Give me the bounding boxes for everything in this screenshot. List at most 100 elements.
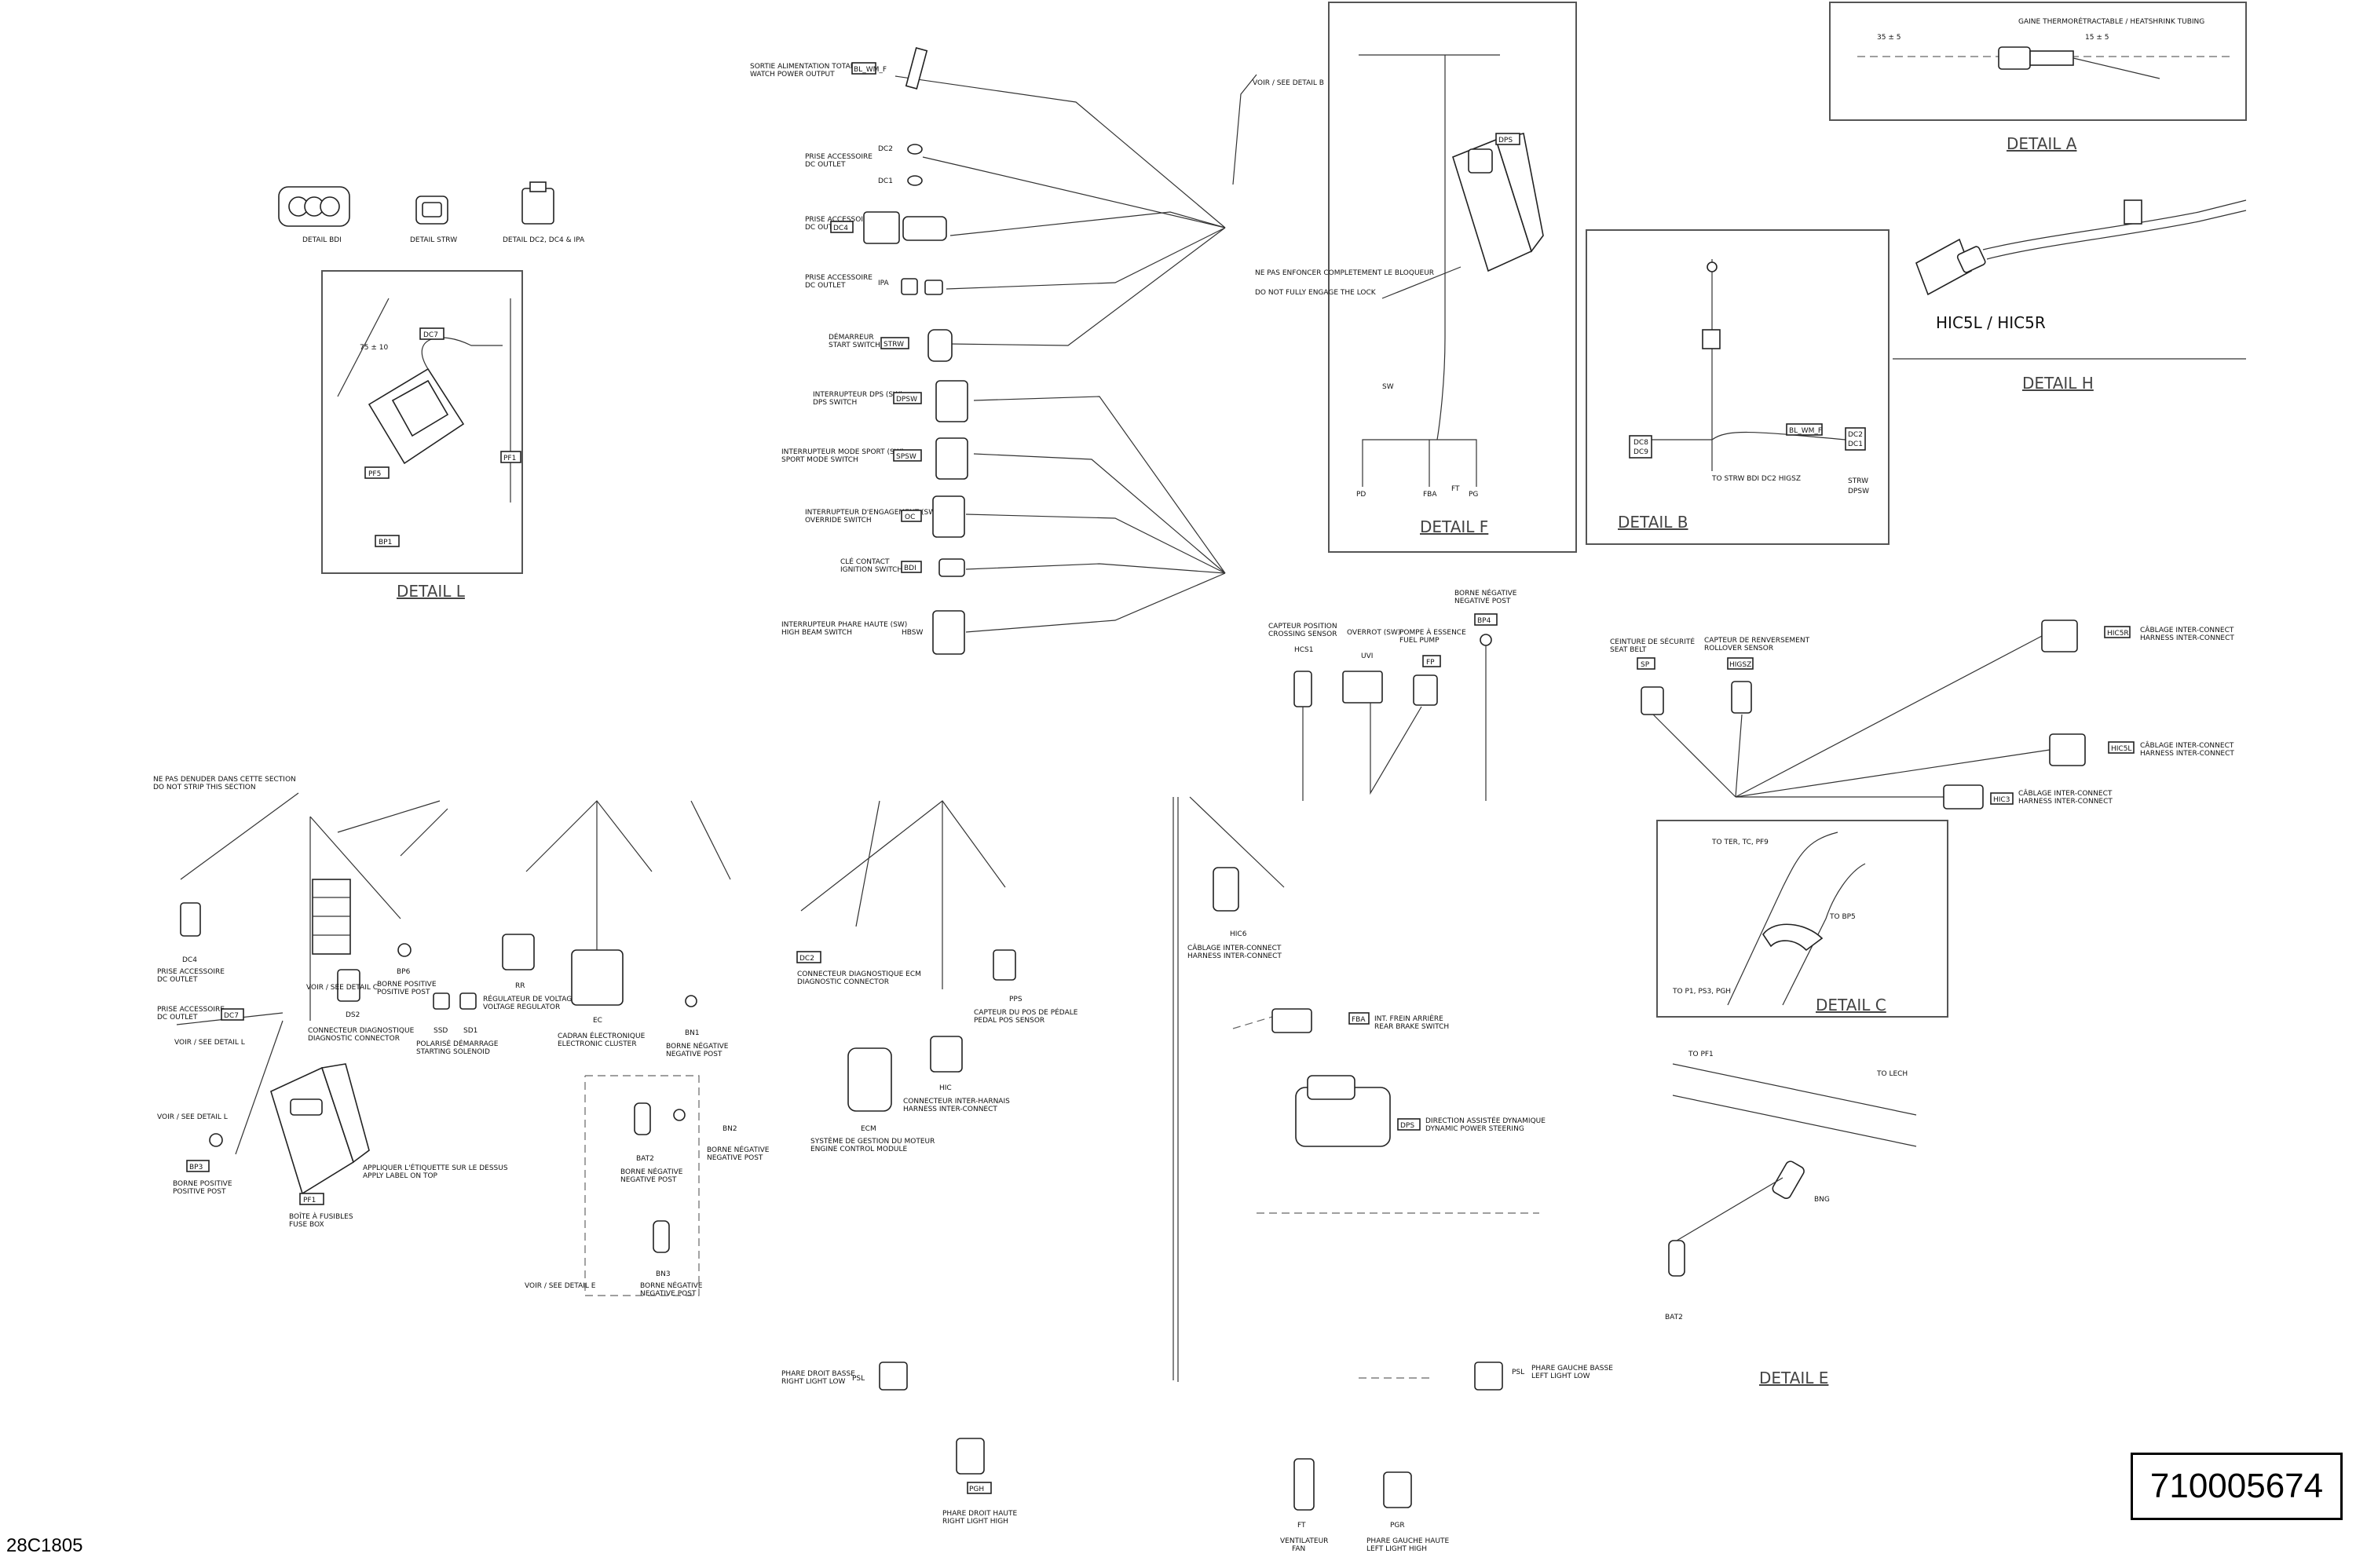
sortie-alim-label: SORTIE ALIMENTATION TOTALE	[750, 63, 859, 71]
conn-diag-ecm-label: CONNECTEUR DIAGNOSTIQUE ECM	[797, 970, 921, 978]
hbsw-connector	[932, 610, 965, 655]
cablage-hic3-label: CÂBLAGE INTER-CONNECT	[2018, 788, 2113, 798]
phare-sw-label-en: HIGH BEAM SWITCH	[781, 629, 852, 637]
pompe-label: POMPE À ESSENCE	[1399, 627, 1466, 637]
detail-b-frame	[1586, 229, 1890, 545]
demarreur-label: DÉMARREUR	[829, 332, 874, 342]
bp6-ring	[397, 943, 412, 957]
pg-tag-f: PG	[1469, 491, 1478, 499]
hcsb-connector	[1731, 681, 1752, 714]
detail-e-tube-top	[1672, 1063, 1917, 1116]
borne-neg-5-label-en: NEGATIVE POST	[640, 1290, 697, 1298]
detail-l-title: DETAIL L	[397, 582, 466, 601]
cablage-hic5r-label: CÂBLAGE INTER-CONNECT	[2140, 625, 2234, 634]
bn2-tag: BN2	[723, 1125, 737, 1133]
detail-c-tube-2	[1782, 863, 1866, 1006]
borne-neg-4-label: BORNE NÉGATIVE	[707, 1145, 770, 1154]
psl-connector	[1474, 1361, 1503, 1391]
prise-acc-4-label-en: DC OUTLET	[157, 976, 198, 984]
strw-tag-b: STRW	[1848, 477, 1868, 485]
lock-leader	[1381, 266, 1462, 299]
pgr-connector	[1383, 1471, 1412, 1508]
phare-haut-d-label-en: RIGHT LIGHT HIGH	[942, 1518, 1008, 1526]
prise-acc-1-label: PRISE ACCESSOIRE	[805, 153, 873, 161]
dc2-tag: DC2	[878, 145, 893, 153]
detail-a-title: DETAIL A	[2007, 134, 2077, 153]
hic-tag: HIC	[939, 1084, 952, 1092]
cle-label: CLÉ CONTACT	[840, 557, 890, 566]
cap-pos-label-en: CROSSING SENSOR	[1268, 630, 1337, 638]
dpsw-tag: DPSW	[896, 396, 917, 404]
hic6-connector	[1213, 867, 1239, 912]
voir-detail-l-note-1: VOIR / SEE DETAIL L	[174, 1039, 245, 1047]
ecm-tag: ECM	[861, 1125, 876, 1133]
detail-c-title: DETAIL C	[1816, 996, 1886, 1014]
ecm-sys-label-en: ENGINE CONTROL MODULE	[810, 1146, 908, 1153]
detail-f-split	[1362, 439, 1477, 487]
prise-acc-2-label-en: DC OUTLET	[805, 224, 846, 232]
dc1-tag: DC1	[878, 177, 893, 185]
hic5l-tag: HIC5L	[2111, 745, 2131, 753]
detail-b-title: DETAIL B	[1618, 513, 1688, 532]
override-sw-label: INTERRUPTEUR D'ENGAGEMENT (SW)	[805, 509, 938, 517]
conn-diag-ecm-label-en: DIAGNOSTIC CONNECTOR	[797, 978, 889, 986]
detail-bdi-connector	[278, 186, 350, 227]
hic5l-connector	[2049, 733, 2086, 766]
to-bp5-note: TO BP5	[1829, 913, 1856, 921]
relay-drawing	[368, 337, 503, 465]
bn1-ring	[685, 995, 697, 1007]
dc1-connector	[907, 175, 923, 186]
uv-connector	[1342, 671, 1383, 704]
borne-neg-3-label-en: NEGATIVE POST	[620, 1176, 677, 1184]
lock-note-fr: NE PAS ENFONCER COMPLETEMENT LE BLOQUEUR	[1255, 269, 1434, 277]
voir-detail-l-note-2: VOIR / SEE DETAIL L	[157, 1113, 228, 1121]
dc4-lower-connector	[180, 902, 201, 937]
dc2-tag-lower: DC2	[799, 955, 814, 963]
conn-inter-label: CONNECTEUR INTER-HARNAIS	[903, 1098, 1010, 1106]
borne-neg-3-label: BORNE NÉGATIVE	[620, 1167, 683, 1176]
hbsw-tag: HBSW	[902, 629, 923, 637]
cadran-label: CADRAN ÉLECTRONIQUE	[558, 1031, 646, 1040]
ceinture-label: CEINTURE DE SÉCURITÉ	[1610, 637, 1695, 646]
dc4-connector	[863, 211, 900, 244]
ds2-tag: DS2	[346, 1011, 360, 1019]
sd1-connector	[459, 992, 477, 1010]
dps-sw-label-en: DPS SWITCH	[813, 399, 857, 407]
bat2-tag: BAT2	[636, 1155, 654, 1163]
bp3-ring	[209, 1133, 223, 1147]
ft-tag-f: FT	[1451, 485, 1460, 493]
hic5-label: HIC5L / HIC5R	[1936, 313, 2046, 332]
battery-box-dashes	[584, 1075, 700, 1296]
rr-tag: RR	[515, 982, 525, 990]
spsw-connector	[935, 437, 968, 480]
frein-label: INT. FREIN ARRIÈRE	[1374, 1014, 1443, 1023]
prise-acc-4-label: PRISE ACCESSOIRE	[157, 968, 225, 976]
spsw-tag: SPSW	[896, 453, 916, 461]
detail-e-title: DETAIL E	[1759, 1369, 1828, 1387]
bl-wm-f-tag: BL_WM_F	[854, 66, 887, 74]
detail-bdi-label: DETAIL BDI	[302, 236, 342, 244]
bp6-tag: BP6	[397, 968, 411, 976]
bp1-tag: BP1	[379, 539, 392, 546]
ipa-tag: IPA	[878, 280, 890, 287]
dim-15-label: 15 ± 5	[2085, 34, 2109, 42]
hcs1-connector	[1293, 671, 1312, 707]
phare-bas-d-label-en: RIGHT LIGHT LOW	[781, 1378, 846, 1386]
cap-pedale-label-en: PEDAL POS SENSOR	[974, 1017, 1044, 1025]
borne-pos-1-label: BORNE POSITIVE	[173, 1180, 232, 1188]
cablage-hic3-label-en: HARNESS INTER-CONNECT	[2018, 798, 2113, 806]
overrot-label: OVERROT (SW)	[1347, 629, 1400, 637]
hic5r-tag: HIC5R	[2107, 630, 2129, 638]
solenoide-label: POLARISÉ DÉMARRAGE	[416, 1039, 499, 1048]
dc9-tag: DC9	[1633, 448, 1648, 456]
ecm-sys-label: SYSTÈME DE GESTION DU MOTEUR	[810, 1136, 935, 1146]
sd1-tag: SD1	[463, 1027, 477, 1035]
ecm-connector	[847, 1047, 892, 1112]
pgh-tag: PGH	[969, 1486, 984, 1493]
fba-tag-f: FBA	[1423, 491, 1437, 499]
detail-c-frame	[1656, 820, 1948, 1018]
phare-haut-g-label-en: LEFT LIGHT HIGH	[1366, 1545, 1427, 1553]
cablage-hic5l-label-en: HARNESS INTER-CONNECT	[2140, 750, 2234, 758]
prise-acc-5-label: PRISE ACCESSOIRE	[157, 1006, 225, 1014]
